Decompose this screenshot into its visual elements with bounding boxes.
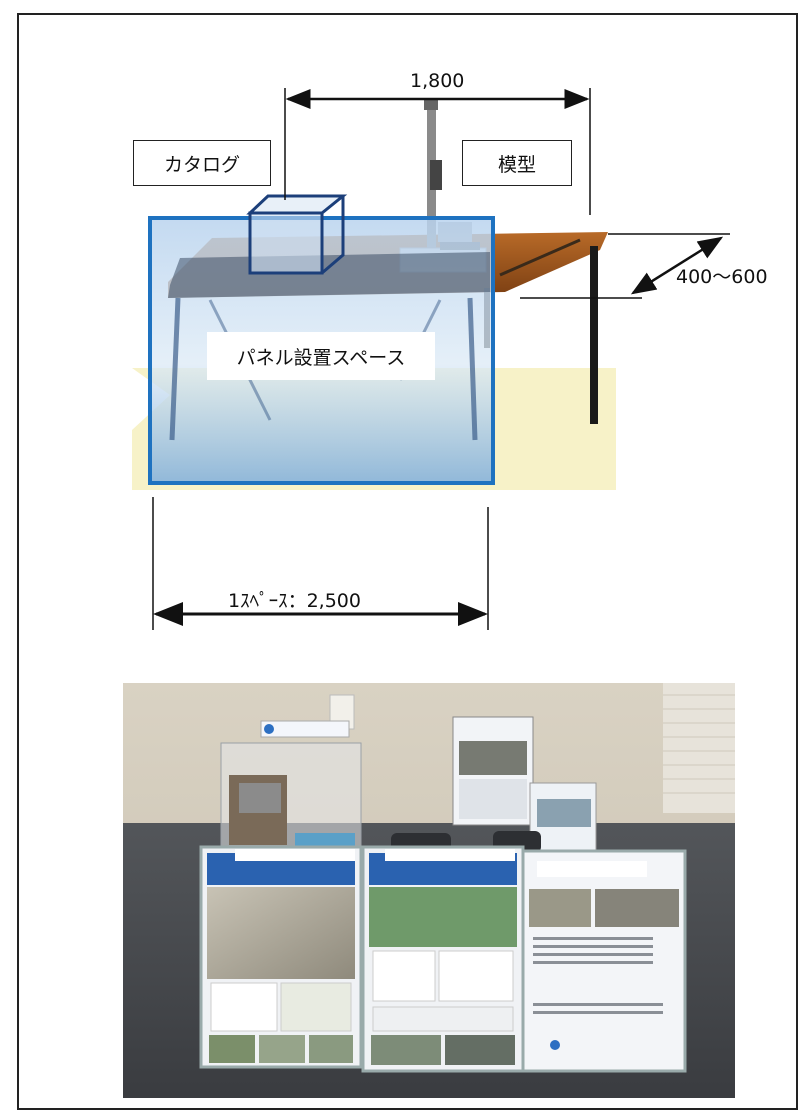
booth-layout-diagram <box>132 88 730 630</box>
back-panel <box>452 716 597 854</box>
table-width-label: 1,800 <box>410 70 465 92</box>
booth-photo <box>123 683 735 1098</box>
panel-space-label: パネル設置スペース <box>207 332 435 380</box>
catalog-box <box>246 194 348 275</box>
depth-dimension-arrow <box>630 236 724 295</box>
depth-label: 400〜600 <box>676 266 768 288</box>
poster-center <box>361 845 525 1073</box>
window-blinds <box>663 683 735 813</box>
space-width-label: 1ｽﾍﾟｰｽ：2,500 <box>228 590 361 612</box>
catalog-label: カタログ <box>133 140 271 186</box>
top-banner <box>260 720 350 738</box>
poster-left <box>199 845 363 1069</box>
poster-right <box>521 849 687 1073</box>
model-label: 模型 <box>462 140 572 186</box>
